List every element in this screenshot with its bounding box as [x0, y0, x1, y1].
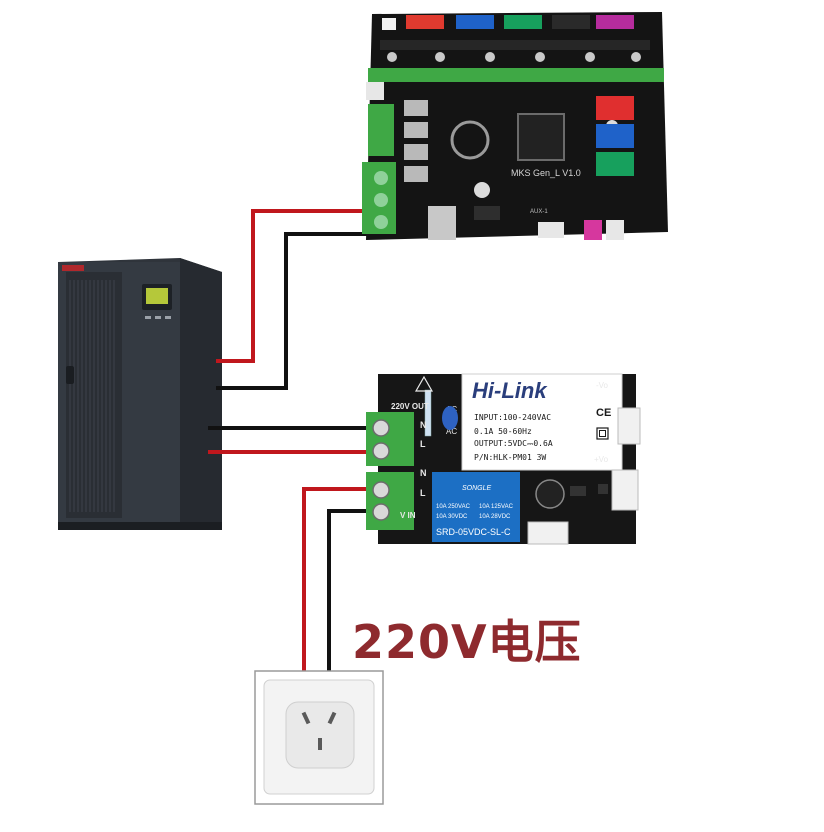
- cabinet-handle: [66, 366, 74, 384]
- electrolytic-capacitor: [535, 479, 565, 509]
- relay-rating-left-2: 10A 30VDC: [436, 514, 468, 520]
- relay-power-board: Hi-Link INPUT:100-240VAC 0.1A 50-60Hz OU…: [366, 373, 641, 545]
- ups-lcd-screen: [146, 288, 168, 304]
- in-label: V IN: [400, 511, 416, 520]
- out-terminal-l-label: L: [420, 439, 426, 449]
- e1-connector: [596, 15, 634, 29]
- fuse: [424, 389, 432, 437]
- high-voltage-warning-icon: [414, 375, 434, 392]
- in-terminal-screw-l: [372, 503, 390, 521]
- in-terminal-l-label: L: [420, 488, 426, 498]
- x-axis-connector: [406, 15, 444, 29]
- out-terminal-screw-l: [372, 442, 390, 460]
- wall-socket: [254, 670, 384, 805]
- socket-holes: [301, 711, 337, 750]
- z-axis-connector: [504, 15, 542, 29]
- hilink-part-number: P/N:HLK-PM01 3W: [474, 453, 546, 462]
- heater-terminal: [368, 104, 394, 156]
- y-axis-connector: [456, 15, 494, 29]
- relay-brand: SONGLE: [462, 485, 492, 492]
- board-live-wire: [216, 209, 372, 363]
- out-terminal-n-label: N: [420, 420, 427, 430]
- in-neutral-wire: [327, 509, 378, 676]
- relay: [432, 472, 520, 542]
- voltage-label: 220V电压: [352, 615, 582, 669]
- fuse-holder: [450, 120, 490, 160]
- board-aux-label: AUX-1: [530, 209, 548, 215]
- hilink-current-spec: 0.1A 50-60Hz: [474, 427, 532, 436]
- ce-mark: CE: [596, 407, 611, 419]
- e0-connector: [552, 15, 590, 29]
- usb-port: [428, 206, 456, 240]
- in-live-wire: [302, 487, 378, 676]
- varistor: [442, 406, 458, 430]
- out-terminal-block: [366, 412, 414, 466]
- brand-logo-plate: [62, 265, 84, 271]
- relay-rating-right-2: 10A 28VDC: [479, 514, 511, 520]
- board-neutral-wire: [216, 232, 372, 390]
- ac-label-bottom: AC: [446, 427, 457, 436]
- ups-cabinet: [58, 258, 222, 530]
- output-connector-right: [611, 469, 639, 511]
- hilink-input-spec: INPUT:100-240VAC: [474, 413, 551, 422]
- output-connector-top: [617, 407, 641, 445]
- in-terminal-n-label: N: [420, 468, 427, 478]
- minus-vo-label: -Vo: [596, 381, 609, 390]
- out-label: 220V OUT: [391, 402, 429, 411]
- controller-board: MKS Gen_L V1.0 AUX-1: [362, 12, 668, 240]
- double-insulation-icon: [596, 427, 609, 440]
- plus-vo-label: +Vo: [594, 455, 609, 464]
- out-terminal-screw-n: [372, 419, 390, 437]
- hilink-output-spec: OUTPUT:5VDC⎓0.6A: [474, 439, 553, 448]
- relay-part-number: SRD-05VDC-SL-C: [436, 527, 511, 537]
- hilink-brand: Hi-Link: [472, 378, 548, 403]
- mcu-chip: [517, 113, 565, 161]
- signal-connector: [527, 521, 569, 545]
- board-model-label: MKS Gen_L V1.0: [511, 168, 581, 178]
- in-terminal-screw-n: [372, 481, 390, 499]
- in-terminal-block: [366, 472, 414, 530]
- socket-face: [285, 701, 355, 769]
- wiring: [208, 209, 390, 676]
- relay-rating-left-1: 10A 250VAC: [436, 504, 471, 510]
- hilink-module: [461, 373, 623, 471]
- relay-rating-right-1: 10A 125VAC: [479, 504, 514, 510]
